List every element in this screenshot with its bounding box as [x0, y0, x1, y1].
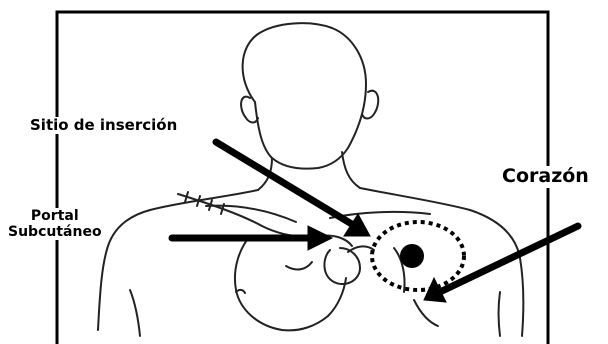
label-subcutaneous-port: Portal Subcutáneo — [8, 208, 102, 240]
label-port-line1: Portal — [8, 208, 102, 224]
arrowhead-portal — [308, 226, 332, 250]
body-outline — [98, 23, 523, 336]
arrow-heart — [440, 226, 578, 292]
label-heart: Corazón — [502, 166, 589, 188]
label-port-line2: Subcutáneo — [8, 224, 102, 240]
label-insertion-site: Sitio de inserción — [30, 117, 177, 134]
heart-dot-marker — [400, 244, 424, 268]
